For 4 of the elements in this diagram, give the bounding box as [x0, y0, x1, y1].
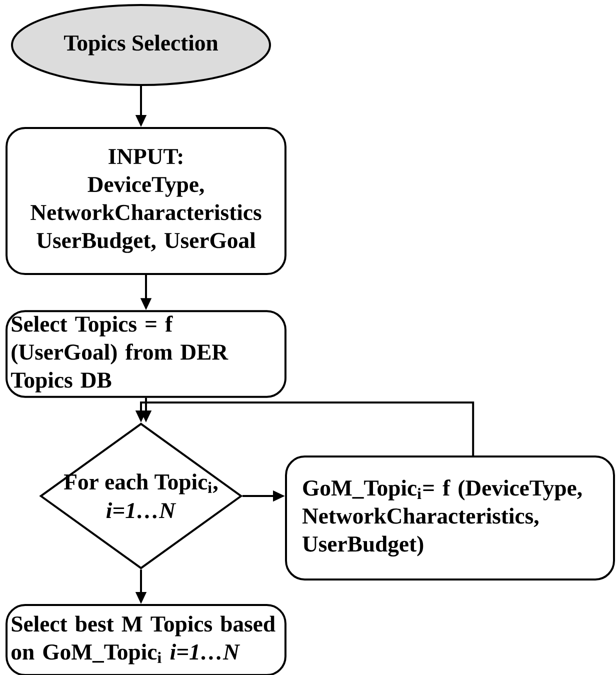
input-box: INPUT: DeviceType, NetworkCharacteristics UserBudget, UserGoal	[6, 127, 286, 275]
process-box: GoM_Topic$_{i}$= f (DeviceType, NetworkCharacteristics, UserBudget)	[285, 456, 615, 580]
process-box: Select Topics = f (UserGoal) from DER Topics DB	[6, 310, 286, 398]
process-box: Select best M Topics based on GoM_Topic$_{i}$ i=1…N	[6, 604, 286, 675]
